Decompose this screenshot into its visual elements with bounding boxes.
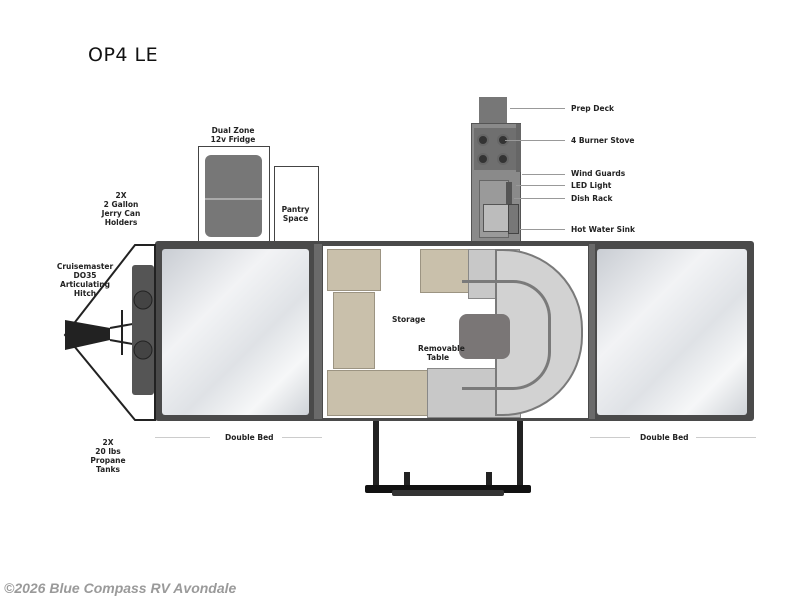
label-sink: Hot Water Sink <box>571 225 635 234</box>
label-storage: Storage <box>392 315 426 324</box>
label-propane: 2X 20 lbs Propane Tanks <box>90 438 126 474</box>
copyright-footer: ©2026 Blue Compass RV Avondale <box>4 580 237 596</box>
label-dish-rack: Dish Rack <box>571 194 613 203</box>
dinette-back <box>462 280 551 390</box>
label-led-light: LED Light <box>571 181 612 190</box>
label-wind-guards: Wind Guards <box>571 169 626 178</box>
label-hitch: Cruisemaster DO35 Articulating Hitch <box>56 262 114 298</box>
label-stove: 4 Burner Stove <box>571 136 635 145</box>
burner-icon <box>477 134 489 146</box>
label-jerry-can: 2X 2 Gallon Jerry Can Holders <box>101 191 141 227</box>
label-bed-right: Double Bed <box>640 433 689 442</box>
label-bed-left: Double Bed <box>225 433 274 442</box>
storage-cabinet <box>333 292 375 369</box>
prep-deck <box>479 97 507 124</box>
dish-rack <box>506 182 512 210</box>
storage-cabinet <box>420 249 469 293</box>
faucet <box>508 204 519 234</box>
removable-table <box>459 314 510 359</box>
storage-cabinet <box>327 249 381 291</box>
fridge-unit <box>205 155 262 237</box>
burner-icon <box>477 153 489 165</box>
bed-right <box>597 249 747 415</box>
wind-guard <box>516 124 521 172</box>
model-title: OP4 LE <box>88 44 159 66</box>
hitch-frame-icon <box>63 244 156 421</box>
label-table: Removable Table <box>418 344 465 362</box>
label-fridge: Dual Zone 12v Fridge <box>210 126 256 144</box>
sink-basin <box>483 204 509 232</box>
label-prep-deck: Prep Deck <box>571 104 615 113</box>
burner-icon <box>497 153 509 165</box>
bed-left <box>162 249 309 415</box>
storage-cabinet <box>327 370 431 416</box>
label-pantry: Pantry Space <box>281 205 310 223</box>
